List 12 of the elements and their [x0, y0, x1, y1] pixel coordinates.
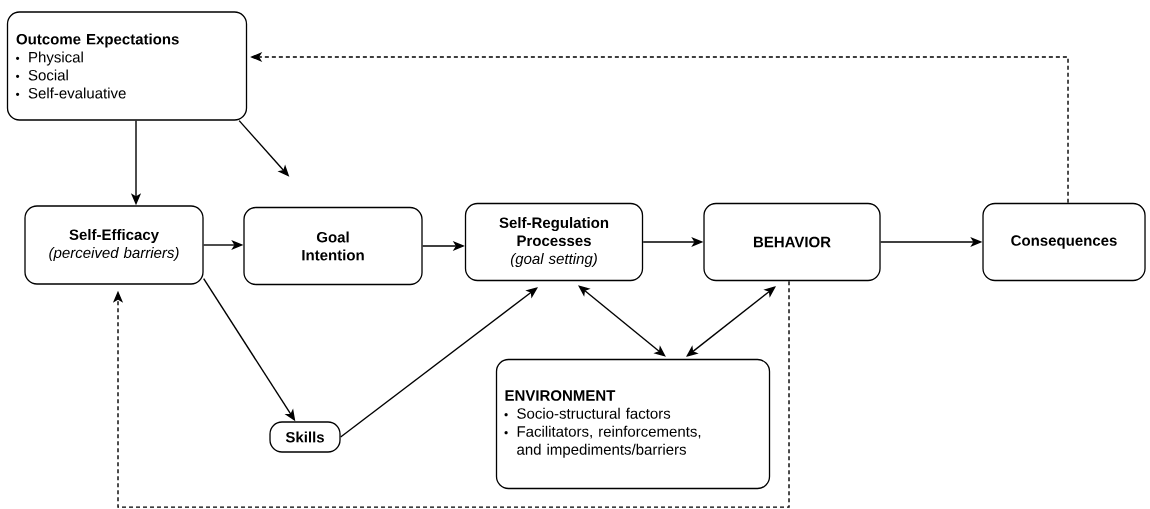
process-box: Consequences	[982, 202, 1146, 282]
arrow	[686, 286, 776, 357]
process-box: Outcome Expectations Physical Social Self-evaluative	[6, 11, 248, 121]
arrow	[112, 280, 790, 508]
process-box: Self-Regulation Processes (goal setting)	[464, 202, 644, 282]
arrow	[578, 285, 666, 357]
process-box: Skills	[269, 421, 341, 453]
process-box: Self-Efficacy (perceived barriers)	[24, 205, 204, 285]
process-box: ENVIRONMENT Socio-structural factors Facilitators, reinforcements, and impediments/barriers	[495, 358, 771, 490]
arrow	[339, 287, 538, 438]
process-box: BEHAVIOR	[703, 202, 881, 282]
process-box: Goal Intention	[243, 206, 423, 286]
